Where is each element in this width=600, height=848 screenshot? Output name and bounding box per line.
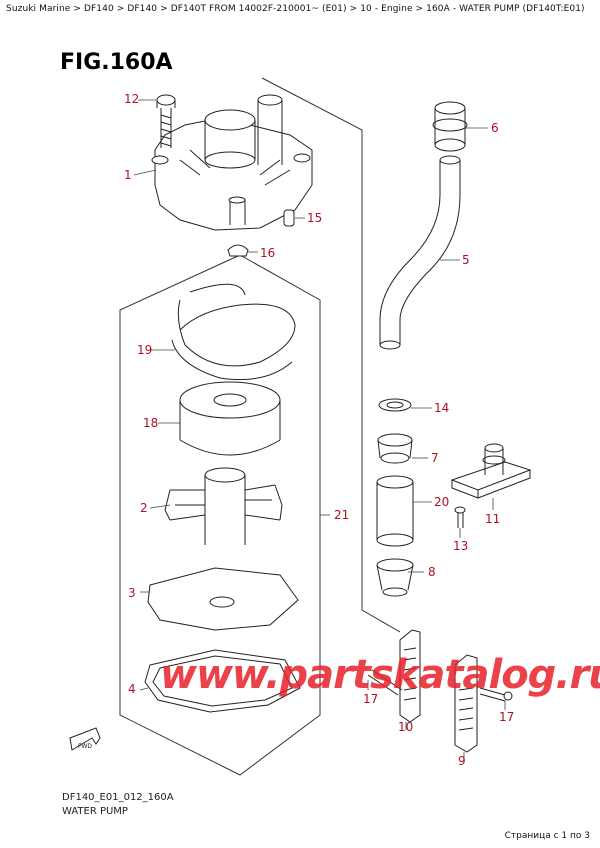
callout-21: 21 [334, 508, 350, 522]
callout-17-left: 17 [363, 692, 379, 706]
callout-1: 1 [124, 168, 132, 182]
breadcrumb: Suzuki Marine > DF140 > DF140 > DF140T F… [6, 4, 585, 14]
figure-title: FIG.160A [60, 50, 173, 75]
fwd-label: FWD [78, 743, 92, 750]
impeller [164, 467, 283, 545]
callout-10: 10 [398, 720, 414, 734]
watermark: www.partskatalog.ru [160, 652, 600, 698]
drawing-name: WATER PUMP [62, 806, 128, 817]
callout-12: 12 [124, 92, 140, 106]
callout-2: 2 [140, 501, 148, 515]
callout-11: 11 [485, 512, 501, 526]
grommet [432, 101, 468, 152]
callout-5: 5 [462, 253, 470, 267]
drawing-code: DF140_E01_012_160A [62, 792, 174, 803]
callout-4: 4 [128, 682, 136, 696]
callout-3: 3 [128, 586, 136, 600]
callout-19: 19 [137, 343, 153, 357]
callout-14: 14 [434, 401, 450, 415]
pump-case [151, 94, 313, 231]
fwd-arrow-icon [69, 727, 101, 751]
callout-18: 18 [143, 416, 159, 430]
callout-20: 20 [434, 495, 450, 509]
callout-15: 15 [307, 211, 323, 225]
callout-6: 6 [491, 121, 499, 135]
callout-9: 9 [458, 754, 466, 768]
callout-17-right: 17 [499, 710, 515, 724]
holder [450, 443, 532, 499]
callout-8: 8 [428, 565, 436, 579]
callout-13: 13 [453, 539, 469, 553]
callout-16: 16 [260, 246, 276, 260]
page-info: Страница с 1 по 3 [504, 831, 590, 841]
callout-7: 7 [431, 451, 439, 465]
bolt [156, 94, 176, 148]
